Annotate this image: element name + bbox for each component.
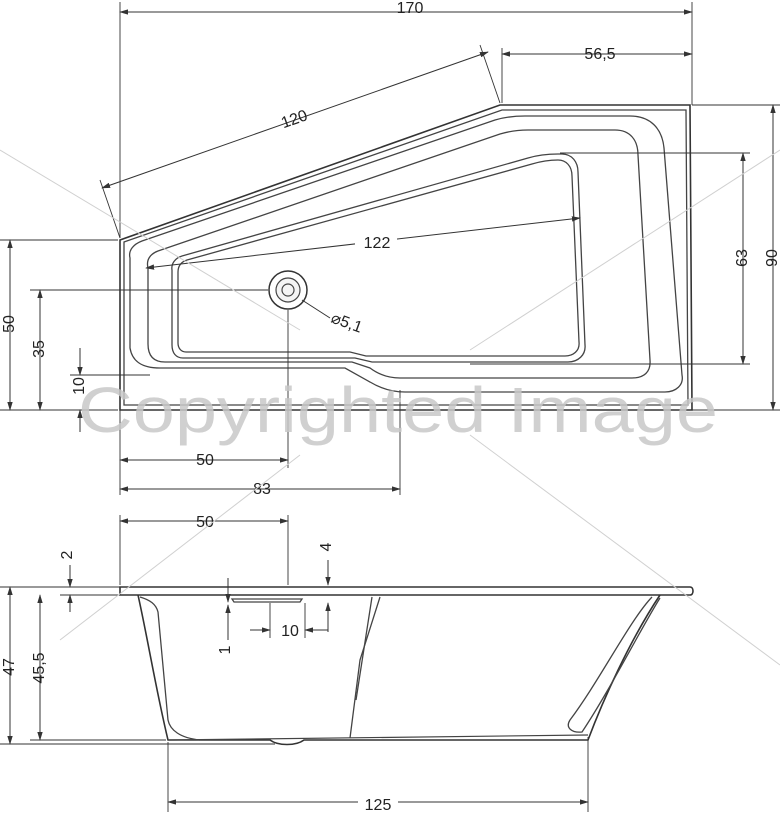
dim-120-line [101, 51, 489, 189]
dim-170-label: 170 [397, 0, 424, 17]
watermark: Copyrighted Image [0, 149, 780, 666]
side-right-panel [567, 596, 661, 733]
drain-mid-ring [275, 277, 301, 303]
side-overflow-plate [230, 598, 304, 603]
dim-side-455-label: 45,5 [31, 652, 48, 683]
side-right-wall-b [355, 596, 373, 701]
tub-basin-edge [146, 129, 651, 379]
side-left-wall-inner [139, 596, 201, 741]
drain-outer-ring [268, 270, 308, 310]
side-bottom-base [167, 734, 589, 741]
dim-side-50-label: 50 [196, 514, 214, 531]
watermark-line-c [59, 454, 301, 641]
drain [268, 270, 308, 310]
side-right-wall-a [349, 596, 381, 739]
side-view: 50 2 4 10 1 47 45,5 125 [0, 514, 694, 814]
dim-10-label: 10 [71, 377, 88, 395]
dim-120-label: 120 [279, 107, 310, 132]
ext-120-a [99, 179, 121, 239]
dim-56-label: 56,5 [584, 46, 615, 63]
dim-side-125-label-bg [358, 794, 398, 812]
dim-drain-leader [301, 299, 331, 319]
dim-side-47-label: 47 [1, 658, 18, 676]
dim-50-left-label: 50 [1, 315, 18, 333]
dim-35-label: 35 [31, 340, 48, 358]
dim-122-label-bg [355, 233, 397, 251]
dim-side-10-label: 10 [281, 623, 299, 640]
watermark-text: Copyrighted Image [78, 374, 718, 446]
tub-rim-inner [128, 115, 683, 393]
side-rim [119, 586, 694, 596]
side-body-outline [137, 594, 661, 746]
watermark-line-a [0, 149, 301, 331]
tub-basin-floor-inner [177, 159, 580, 357]
dim-122-label: 122 [364, 235, 391, 252]
dim-63-label: 63 [734, 249, 751, 267]
dim-side-125-label: 125 [365, 797, 392, 812]
dim-side-4-label: 4 [318, 542, 335, 551]
dim-side-1-label: 1 [217, 645, 234, 654]
tub-outer-outline-inner-edge [123, 109, 689, 406]
watermark-line-d [469, 434, 780, 666]
dim-side-2-label: 2 [59, 550, 76, 559]
dim-83-label: 83 [253, 481, 271, 498]
dim-drain-label: ⌀5,1 [329, 310, 365, 337]
dim-50-bottom-label: 50 [196, 452, 214, 469]
top-view: 170 56,5 120 122 63 90 50 35 10 50 [0, 0, 780, 498]
dim-90-label: 90 [764, 249, 780, 267]
drain-inner-ring [281, 283, 295, 297]
watermark-line-b [469, 149, 780, 351]
